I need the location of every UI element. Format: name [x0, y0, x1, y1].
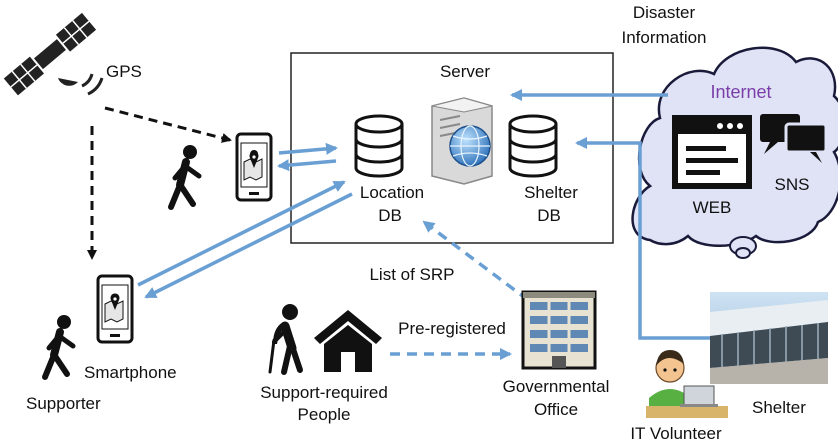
it-volunteer-label: IT Volunteer [630, 424, 722, 443]
disaster-info-label-2: Information [621, 28, 706, 47]
smartphone-label: Smartphone [84, 363, 177, 382]
gps-to-phone-arrow [104, 106, 232, 143]
smartphone-map-icon [235, 132, 273, 202]
shelter-photo [710, 292, 828, 384]
gov-office-label-1: Governmental [503, 377, 610, 396]
internet-label: Internet [710, 82, 771, 102]
srp-label-1: Support-required [260, 383, 388, 402]
walking-person-icon [168, 145, 202, 210]
shelter-label: Shelter [752, 398, 806, 417]
office-building-icon [521, 290, 597, 370]
list-of-srp-label: List of SRP [369, 265, 454, 284]
disaster-info-label-1: Disaster [633, 3, 696, 22]
shelter-db-label-2: DB [537, 206, 561, 225]
shelter-to-db-arrow [575, 137, 712, 340]
web-label: WEB [693, 198, 732, 217]
supporter-phone-to-location-arrow [137, 180, 346, 287]
location-db-label-1: Location [360, 183, 424, 202]
location-db-label-2: DB [378, 206, 402, 225]
location-to-supporter-phone-arrow [144, 192, 353, 299]
gov-office-label-2: Office [534, 400, 578, 419]
shelter-db-icon [508, 114, 558, 178]
phone-to-location-arrow [278, 142, 338, 155]
supporter-label: Supporter [26, 394, 101, 413]
location-to-phone-arrow [277, 159, 337, 172]
browser-window-icon [672, 115, 752, 189]
gov-to-location-arrow [422, 220, 530, 302]
elderly-person-icon [268, 304, 303, 375]
gps-label: GPS [106, 62, 142, 81]
location-db-icon [354, 114, 404, 178]
server-label: Server [440, 62, 490, 81]
house-icon [314, 310, 382, 372]
volunteer-laptop-icon [646, 350, 728, 418]
chat-bubbles-icon [760, 114, 828, 163]
srp-label-2: People [298, 405, 351, 424]
supporter-person-icon [42, 315, 76, 380]
server-globe-icon [431, 97, 493, 185]
satellite-icon [3, 12, 104, 96]
pre-registered-label: Pre-registered [398, 319, 506, 338]
supporter-smartphone-icon [96, 274, 134, 344]
sns-label: SNS [775, 175, 810, 194]
shelter-db-label-1: Shelter [524, 183, 578, 202]
